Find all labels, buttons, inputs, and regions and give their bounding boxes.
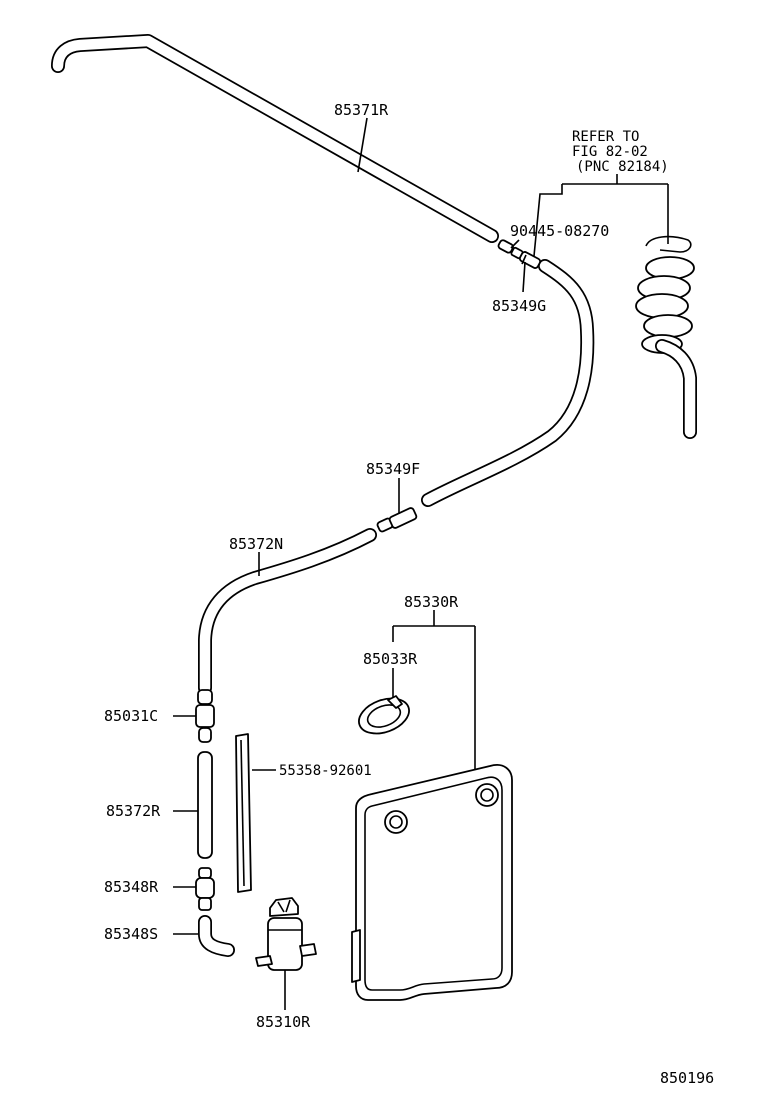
- joint-85031c: [195, 689, 215, 743]
- label-joint-85349g: 85349G: [492, 297, 546, 315]
- label-cap-85033r: 85033R: [363, 650, 418, 668]
- figure-number: 850196: [660, 1069, 714, 1087]
- label-hose-85371r: 85371R: [334, 101, 389, 119]
- coiled-hose-reference: [635, 235, 697, 439]
- hose-85372r: [197, 751, 213, 859]
- hose-85371r: [51, 34, 499, 243]
- joint-85349g: [518, 251, 542, 269]
- tank-cap-85033r: [358, 695, 410, 735]
- label-joint-85031c: 85031C: [104, 707, 158, 725]
- label-joint-85349f: 85349F: [366, 460, 420, 478]
- clamp-90445: [497, 239, 524, 260]
- washer-tank: [351, 764, 513, 1001]
- label-refer-line3: (PNC 82184): [576, 159, 669, 175]
- label-tank-85330r: 85330R: [404, 593, 459, 611]
- label-clamp-90445: 90445-08270: [510, 222, 609, 240]
- valve-85348r: [195, 867, 215, 911]
- label-refer-line2: FIG 82-02: [572, 144, 648, 160]
- hose-85372n: [198, 528, 377, 695]
- label-grommet-55358: 55358-92601: [279, 763, 372, 779]
- label-elbow-85348s: 85348S: [104, 925, 158, 943]
- grommet-strip: [235, 733, 252, 893]
- elbow-85348s: [198, 915, 235, 957]
- label-hose-85372n: 85372N: [229, 535, 283, 553]
- hose-long-curve: [421, 259, 595, 507]
- label-hose-85372r: 85372R: [106, 802, 161, 820]
- label-valve-85348r: 85348R: [104, 878, 159, 896]
- label-refer-line1: REFER TO: [572, 129, 639, 145]
- leader-lines: [173, 117, 669, 1010]
- joint-85349f: [376, 507, 418, 533]
- label-pump-85310r: 85310R: [256, 1013, 311, 1031]
- washer-pump-85310r: [255, 897, 317, 976]
